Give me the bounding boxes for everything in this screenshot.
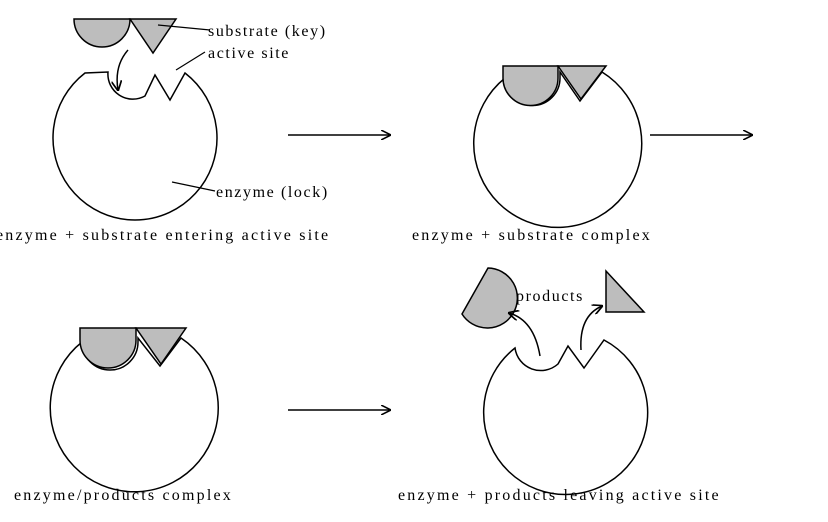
product-semicircle: [79, 327, 137, 369]
enzyme-shape: [52, 71, 218, 221]
panel-enzyme-substrate-complex: enzyme + substrate complex: [412, 65, 652, 244]
caption-panel1: enzyme + substrate entering active site: [0, 227, 330, 244]
active-site-label: active site: [208, 45, 290, 62]
active-site-leader-line: [175, 51, 206, 71]
substrate-semicircle: [502, 65, 559, 107]
entering-arrow: [117, 49, 129, 90]
substrate-triangle: [128, 18, 178, 55]
enzyme-shape: [482, 339, 649, 496]
leaving-arrow-left: [509, 313, 541, 357]
product-triangle: [605, 269, 646, 313]
enzyme-label: enzyme (lock): [216, 184, 329, 201]
product-triangle: [134, 327, 188, 366]
panel-enzyme-products-complex: enzyme/products complex: [14, 327, 233, 504]
enzyme-leader-line: [171, 181, 216, 192]
leaving-arrow-right: [580, 306, 602, 351]
substrate-triangle: [556, 65, 608, 101]
enzyme-shape: [472, 69, 643, 229]
substrate-label: substrate (key): [208, 23, 327, 40]
substrate-leader-line: [157, 24, 211, 31]
enzyme-shape: [49, 335, 219, 493]
substrate-semicircle: [73, 18, 131, 48]
caption-panel3: enzyme/products complex: [14, 487, 233, 504]
caption-panel2: enzyme + substrate complex: [412, 227, 652, 244]
panel-products-leaving: products enzyme + products leaving activ…: [398, 267, 721, 504]
caption-panel4: enzyme + products leaving active site: [398, 487, 721, 504]
product-semicircle: [461, 267, 519, 329]
products-label: products: [516, 288, 584, 305]
panel-substrate-entering: substrate (key) active site enzyme (lock…: [0, 18, 330, 244]
